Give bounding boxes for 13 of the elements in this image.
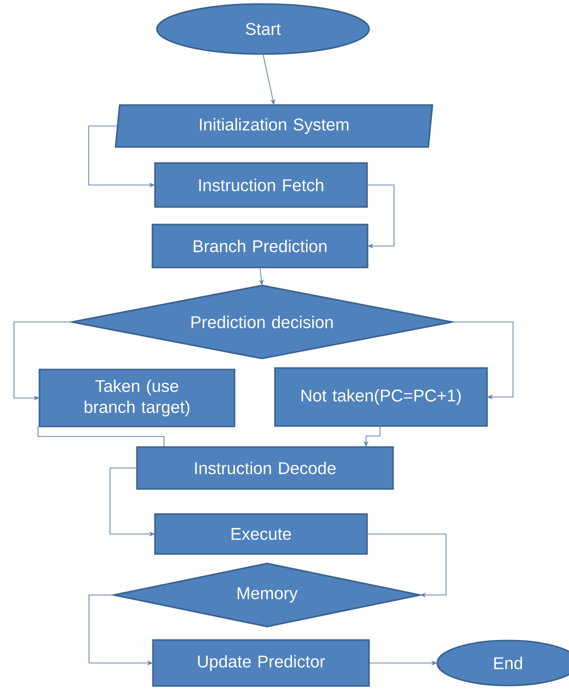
- start-oval: Start: [156, 3, 370, 55]
- process-box: Taken (use branch target): [38, 368, 236, 428]
- arrow: [366, 184, 394, 249]
- process-box: Update Predictor: [152, 639, 370, 687]
- process-box: Execute: [154, 513, 368, 555]
- process-box: Branch Prediction: [152, 224, 368, 268]
- input-parallelogram: Initialization System: [114, 104, 434, 148]
- end-oval: End: [436, 640, 569, 686]
- arrow: [452, 322, 514, 400]
- process-box: Instruction Decode: [136, 446, 394, 490]
- arrow: [366, 534, 446, 598]
- process-box: Not taken(PC=PC+1): [274, 367, 488, 427]
- process-box: Instruction Fetch: [154, 162, 368, 208]
